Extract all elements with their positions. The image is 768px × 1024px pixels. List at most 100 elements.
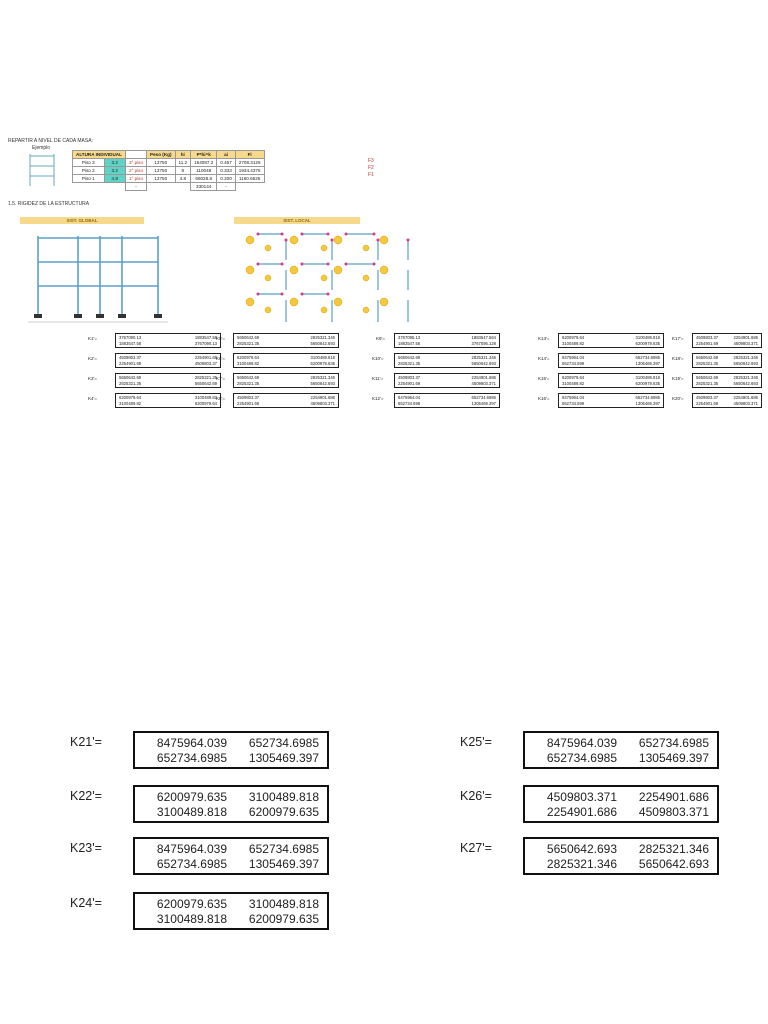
matrix-value: 3100489.82 [562,381,585,386]
matrix-value: 5650642.693 [310,341,335,346]
table-cell: 154087.2 [190,158,218,167]
matrix-value: 8475964.039 [156,736,227,750]
table-cell: 3° piso [124,158,148,167]
matrix-label: K26'= [460,789,492,803]
matrix-value: 4509803.371 [471,381,496,386]
table-cell: 3.2 [103,158,126,167]
matrix-value: 5650642.693 [310,381,335,386]
matrix-value: 1305469.397 [635,361,660,366]
matrix-value: 2825321.346 [733,355,758,360]
matrix-value: 2254901.686 [733,335,758,340]
matrix-value: 1305469.397 [248,751,319,765]
matrix-label: K1'= [88,336,97,341]
matrix-value: 652734.6985 [248,736,319,750]
table-cell: 13750 [146,158,176,167]
matrix-value: 3100489.82 [119,401,142,406]
table-cell: 13750 [146,166,176,175]
matrix-label: K4'= [88,396,97,401]
matrix-value: 6200979.635 [248,805,319,819]
table-cell: 66028.8 [190,174,218,183]
matrix-value: 1305469.397 [471,401,496,406]
matrix-value: 3100489.818 [635,335,660,340]
table-cell: 2708.3125 [234,158,265,167]
matrix-value: 5650642.693 [638,857,709,871]
header-cell: P*hi^k [190,150,218,159]
matrix-value: 5650642.693 [733,381,758,386]
matrix-value: 652734.698 [562,401,585,406]
table-cell: 13750 [146,174,176,183]
matrix-value: 5650642.693 [546,842,617,856]
matrix-value: 2254901.686 [638,790,709,804]
matrix-value: 6200979.64 [119,395,142,400]
matrix-value: 8475964.039 [546,736,617,750]
matrix-value: 1883547.58 [119,341,142,346]
matrix-value: 6200979.635 [156,897,227,911]
table-cell [175,183,191,191]
matrix-value: 2825321.346 [638,842,709,856]
matrix-label: K7'= [216,376,225,381]
header-cell: Peso (Kg) [146,150,176,159]
matrix-value: 4509803.37 [398,375,421,380]
matrix-label: K22'= [70,789,102,803]
matrix-label: K3'= [88,376,97,381]
matrix-value: 3767095.128 [471,341,496,346]
matrix-value: 4509803.37 [237,395,260,400]
local-frame-drawing [245,232,410,322]
matrix-value: 1305469.397 [635,401,660,406]
matrix-value: 2825321.35 [194,375,217,380]
matrix-value: 3100489.82 [237,361,260,366]
matrix-value: 2825321.35 [696,361,719,366]
header-cell: ALTURA INDIVIDUAL [72,150,126,159]
matrix-label: K16'= [538,396,550,401]
matrix-value: 3767090.13 [119,335,142,340]
header-cell [124,150,148,159]
global-frame-drawing [28,236,168,323]
table-cell: 1160.6625 [234,174,265,183]
matrix-value: 2825321.346 [310,335,335,340]
table-cell: 1° piso [124,174,148,183]
matrix-value: 6200979.64 [562,375,585,380]
matrix-label: K23'= [70,841,102,855]
table-cell [104,183,125,191]
matrix-value: 4509803.37 [696,335,719,340]
matrix-value: 8475964.039 [156,842,227,856]
matrix-value: 5650642.69 [237,375,260,380]
matrix-value: 6200979.635 [156,790,227,804]
header-cell: ai [216,150,236,159]
header-cell: Fi [234,150,265,159]
matrix-value: 652734.6985 [546,751,617,765]
matrix-label: K21'= [70,735,102,749]
matrix-value: 2254901.69 [696,341,719,346]
section2-title: 1.5. RIGIDEZ DE LA ESTRUCTURA [8,201,90,207]
matrix-value: 6200979.635 [310,361,335,366]
matrix-value: 2254901.686 [310,395,335,400]
matrix-value: 5650642.69 [696,375,719,380]
matrix-value: 3100489.818 [156,912,227,926]
table-cell: 0.333 [216,166,236,175]
matrix-label: K19'= [672,376,684,381]
matrix-label: K15'= [538,376,550,381]
table-row: Piso 1 4.8 1° piso 13750 4.8 66028.8 0.2… [72,174,265,183]
matrix-label: K2'= [88,356,97,361]
matrix-label: K13'= [538,336,550,341]
matrix-value: 5650642.693 [471,361,496,366]
matrix-value: 3100489.818 [310,355,335,360]
table-cell: Piso 2 [72,166,105,175]
matrix-label: K27'= [460,841,492,855]
table-cell: Piso 1 [72,174,105,183]
matrix-value: 652734.6985 [638,736,709,750]
matrix-value: 6200979.635 [635,341,660,346]
